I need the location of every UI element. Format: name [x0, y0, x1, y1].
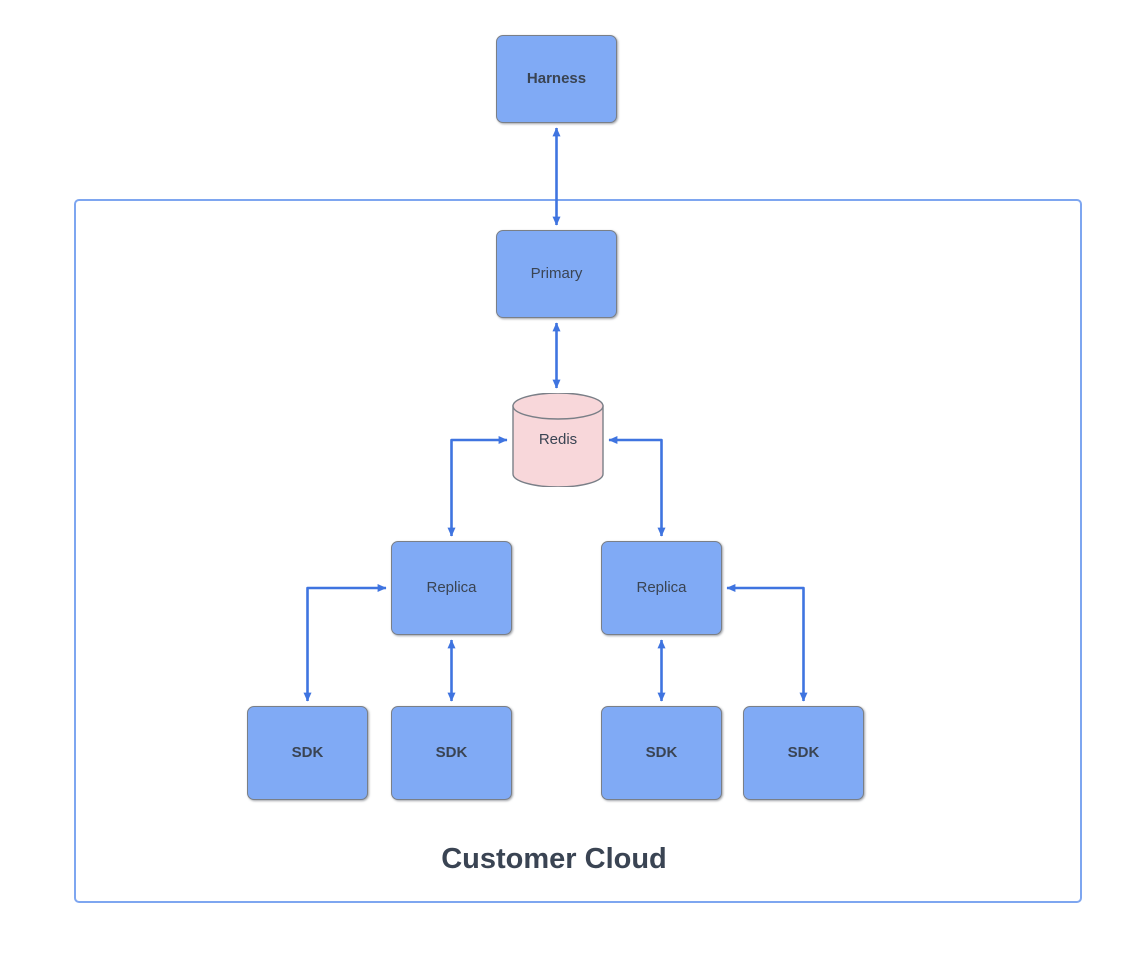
node-replica-r[interactable]: Replica: [601, 541, 722, 635]
node-primary[interactable]: Primary: [496, 230, 617, 318]
node-harness[interactable]: Harness: [496, 35, 617, 123]
group-customer-cloud: [74, 199, 1082, 903]
node-label-sdk-2: SDK: [435, 744, 468, 761]
node-replica-l[interactable]: Replica: [391, 541, 512, 635]
node-label-replica-r: Replica: [636, 579, 687, 596]
node-sdk-2[interactable]: SDK: [391, 706, 512, 800]
node-label-sdk-3: SDK: [645, 744, 678, 761]
node-redis[interactable]: Redis: [512, 393, 604, 487]
node-sdk-3[interactable]: SDK: [601, 706, 722, 800]
node-sdk-4[interactable]: SDK: [743, 706, 864, 800]
node-sdk-1[interactable]: SDK: [247, 706, 368, 800]
node-label-redis: Redis: [538, 431, 578, 448]
node-label-primary: Primary: [530, 265, 583, 282]
node-label-sdk-1: SDK: [291, 744, 324, 761]
node-label-harness: Harness: [526, 70, 587, 87]
cylinder-shape: [512, 393, 604, 487]
node-label-sdk-4: SDK: [787, 744, 820, 761]
group-title-customer-cloud: Customer Cloud: [441, 843, 667, 875]
node-label-replica-l: Replica: [426, 579, 477, 596]
